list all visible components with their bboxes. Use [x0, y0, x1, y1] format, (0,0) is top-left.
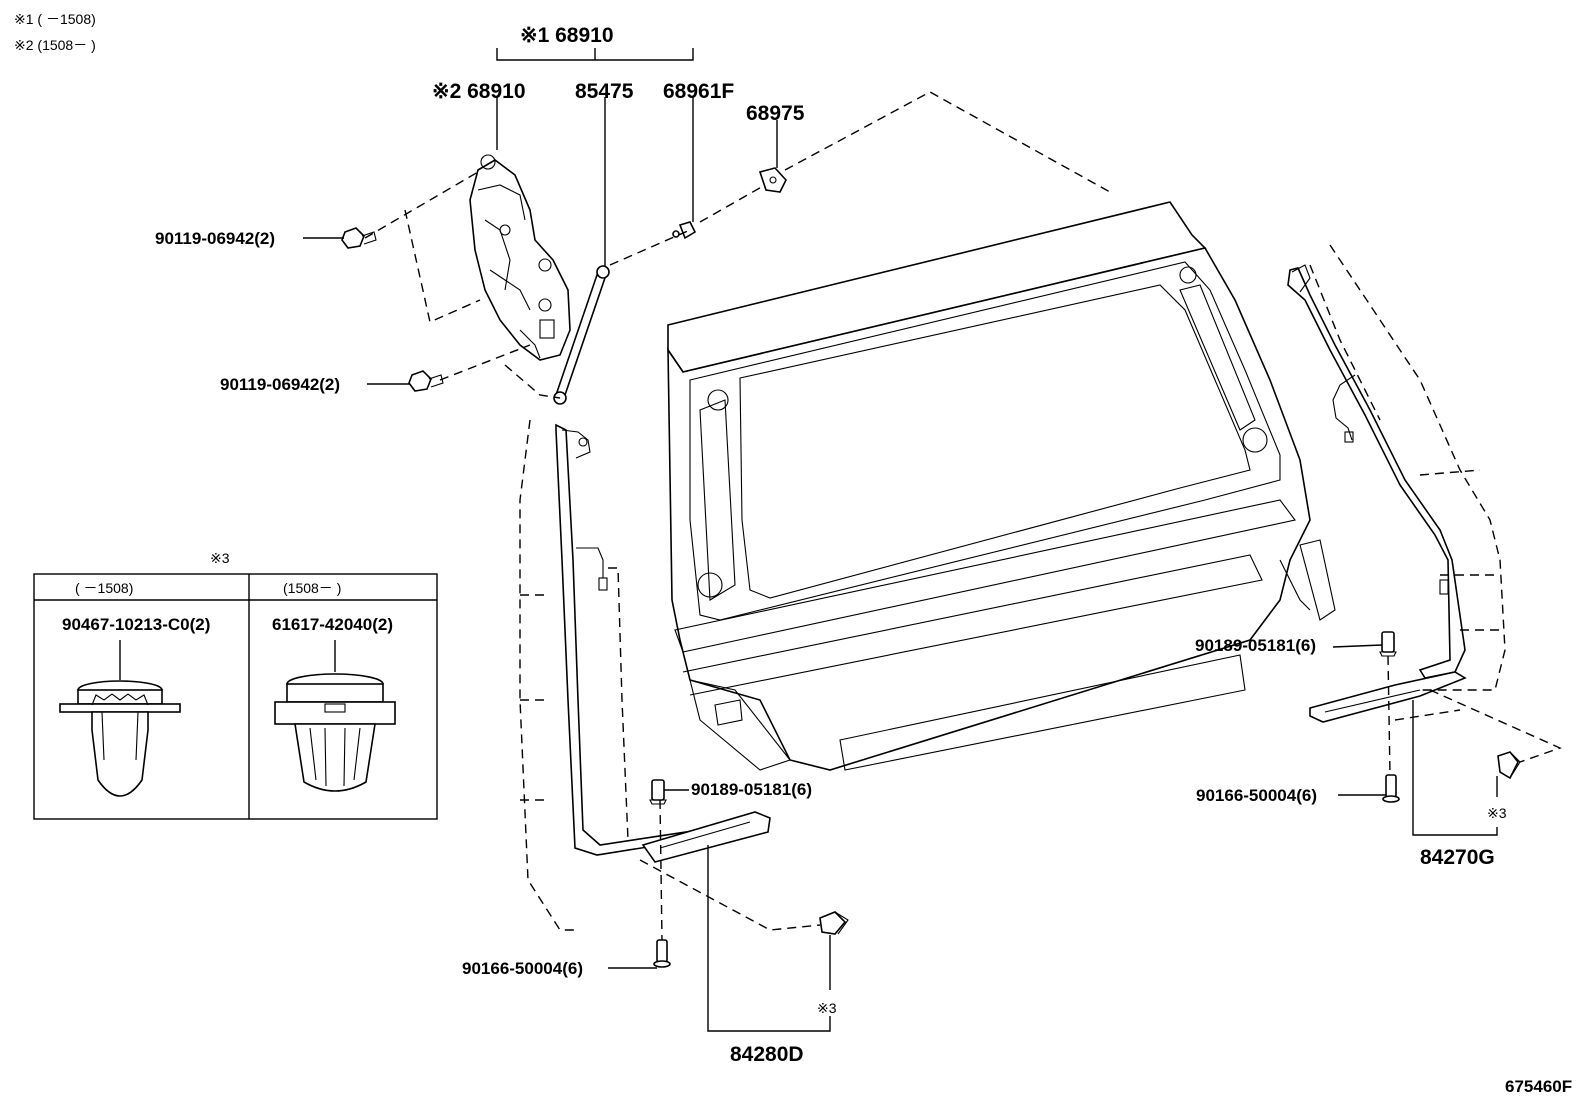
label-84280D: 84280D	[730, 1043, 804, 1066]
screw-90166-left	[653, 939, 671, 968]
inset-col1-range: ( －1508)	[75, 580, 133, 596]
label-clip-ref-right: ※3	[1487, 805, 1507, 821]
label-68975: 68975	[746, 102, 805, 125]
door-lock-actuator	[469, 154, 571, 361]
clip-inset-table: ※3 ( －1508) (1508－ ) 90467-10213-C0(2) 6…	[33, 550, 438, 820]
bolt-90119-upper	[341, 227, 377, 249]
label-90189-right: 90189-05181(6)	[1195, 636, 1316, 655]
label-90189-left: 90189-05181(6)	[691, 780, 812, 799]
clip-68961F	[672, 221, 697, 240]
label-90166-right: 90166-50004(6)	[1196, 786, 1317, 805]
label-68961F: 68961F	[663, 80, 734, 103]
figure-id: 675460F	[1505, 1077, 1572, 1096]
screw-90189-right	[1379, 631, 1397, 657]
label-85475: 85475	[575, 80, 634, 103]
back-door-panel	[667, 201, 1336, 771]
clip-90467-drawing	[59, 640, 181, 797]
screw-90189-left	[649, 779, 667, 805]
clip-right	[1497, 751, 1521, 780]
bolt-90119-lower	[408, 370, 444, 392]
inset-col2-part: 61617-42040(2)	[272, 615, 393, 634]
note-1: ※1 ( －1508)	[14, 11, 96, 27]
screw-90166-right	[1382, 774, 1400, 803]
label-90166-left: 90166-50004(6)	[462, 959, 583, 978]
label-68910: ※2 68910	[432, 80, 526, 103]
label-84270G: 84270G	[1420, 846, 1495, 869]
bracket-68975	[758, 167, 787, 193]
label-clip-ref-left: ※3	[817, 1000, 837, 1016]
inset-col1-part: 90467-10213-C0(2)	[62, 615, 210, 634]
weatherstrip-right	[1287, 264, 1467, 723]
label-68910-group: ※1 68910	[520, 24, 614, 47]
label-90119-upper: 90119-06942(2)	[155, 229, 275, 248]
inset-title: ※3	[210, 550, 230, 566]
weatherstrip-left	[555, 423, 771, 863]
label-90119-lower: 90119-06942(2)	[220, 375, 340, 394]
clip-61617-drawing	[274, 640, 396, 792]
clip-left	[819, 911, 849, 935]
inset-col2-range: (1508－ )	[283, 580, 341, 596]
note-2: ※2 (1508－ )	[14, 37, 96, 53]
